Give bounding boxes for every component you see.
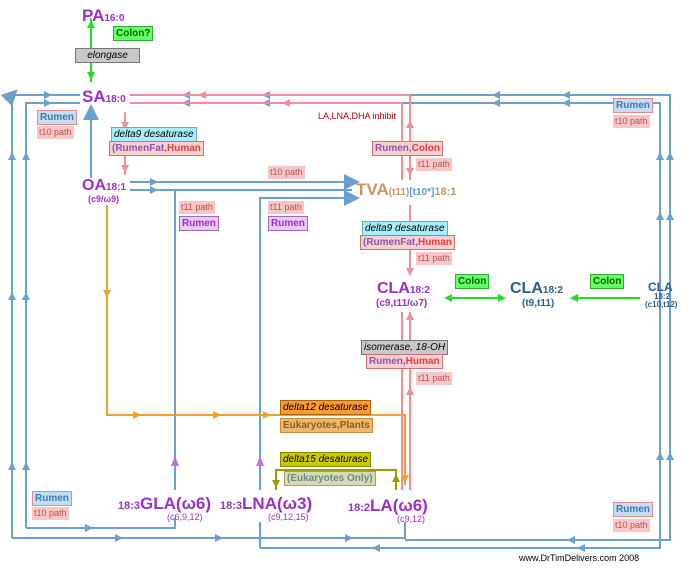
cla-left-name: CLA	[377, 280, 410, 297]
sa-sub: 18:0	[105, 94, 126, 105]
pa-sub: 16:0	[104, 13, 125, 24]
cla-right-note: (c10,t12)	[645, 300, 678, 309]
rumen-tag-bl: Rumen	[32, 491, 72, 506]
cla-left-note: (c9,t11/ω7)	[376, 298, 428, 309]
node-cla-mid: CLA18:2	[510, 280, 563, 298]
gla-note: (c6,9,12)	[167, 512, 203, 522]
rumen-tag-tl: Rumen	[37, 110, 77, 125]
node-cla-right: CLA	[648, 280, 673, 294]
rumenfat-human-1: (RumenFat,Human	[109, 141, 204, 156]
blue-loop-arrowheads	[8, 91, 674, 552]
euk-only-tag: (Eukaryotes Only)	[284, 471, 376, 486]
oa-tva-arrowheads	[150, 178, 158, 194]
node-lna: 18:3LNA(ω3)	[220, 494, 312, 514]
lna-note: (c9,12,15)	[268, 512, 309, 522]
elongase-tag: elongase	[75, 48, 140, 63]
sa-name: SA	[82, 87, 106, 106]
credit-text: www.DrTimDelivers.com 2008	[519, 553, 640, 563]
node-pa: PA16:0	[82, 6, 124, 26]
cla-left-sub: 18:2	[409, 285, 430, 296]
t11-path-3: t11 path	[416, 372, 452, 385]
rumenfat-human-2: (RumenFat,Human	[360, 235, 455, 250]
d9-desat-tag-1: delta9 desaturase	[111, 127, 197, 142]
la-prefix: 18:2	[348, 502, 371, 514]
t11-path-2: t11 path	[416, 252, 452, 265]
t10-path-tr: t10 path	[613, 115, 650, 128]
tva-sub2: [t10*]	[409, 187, 435, 198]
rumen-human-box: Rumen,Human	[366, 354, 443, 369]
tva-name: TVA	[356, 180, 389, 199]
rumen-tag-tr: Rumen	[613, 98, 653, 113]
colon-plain-label: Colon	[411, 143, 440, 154]
human-label-1: Human	[167, 143, 201, 154]
cla-mid-note: (t9,t11)	[522, 298, 555, 309]
t10-path-bl: t10 path	[32, 507, 69, 520]
rumen-tag-br: Rumen	[613, 502, 653, 517]
t11-path-gla: t11 path	[179, 201, 215, 214]
rumen-tag-gla: Rumen	[179, 216, 219, 231]
node-sa: SA18:0	[82, 87, 126, 107]
gla-name: GLA(ω6)	[140, 494, 212, 513]
cla-right-name: CLA	[648, 280, 673, 294]
d15-desat-tag: delta15 desaturase	[280, 452, 372, 467]
t10-path-br: t10 path	[613, 519, 650, 532]
d12-desat-tag: delta12 desaturase	[280, 400, 372, 415]
oa-name: OA	[82, 177, 106, 194]
cla-right-sub: 18:2	[654, 292, 671, 301]
la-name: LA(ω6)	[370, 496, 428, 515]
colon-tag-right: Colon	[590, 274, 625, 289]
rumenfat-label-2: (RumenFat,	[363, 237, 418, 248]
olive-arrowheads	[272, 474, 400, 488]
colon-tag-mid: Colon	[455, 274, 490, 289]
node-cla-left: CLA18:2	[377, 280, 430, 298]
oa-note: (c9/ω9)	[88, 194, 120, 204]
inhibit-note: LA,LNA,DHA inhibit	[318, 111, 397, 121]
rumen-comma-label-2: Rumen,	[369, 356, 406, 367]
cla-mid-sub: 18:2	[542, 285, 563, 296]
rumen-tag-lna: Rumen	[268, 216, 308, 231]
t11-path-lna: t11 path	[268, 201, 304, 214]
orange-arrowheads	[103, 290, 409, 483]
euk-plants-tag: Eukaryotes,Plants	[280, 418, 373, 433]
rumen-comma-label: Rumen,	[375, 143, 412, 154]
node-tva: TVA(t11)[t10*]18:1	[356, 180, 456, 200]
gla-prefix: 18:3	[118, 500, 141, 512]
orange-arrows	[106, 205, 406, 485]
cla-mid-name: CLA	[510, 280, 543, 297]
node-oa: OA18:1	[82, 177, 126, 195]
oa-to-tva-arrows	[130, 174, 360, 490]
pa-name: PA	[82, 6, 105, 25]
lna-name: LNA(ω3)	[242, 494, 313, 513]
t10-path-mid: t10 path	[268, 166, 305, 179]
human-label-3: Human	[405, 356, 440, 367]
lna-prefix: 18:3	[220, 500, 243, 512]
isomerase-tag: isomerase, 18-OH	[361, 340, 449, 355]
violet-up-arrows	[171, 456, 264, 466]
human-label-2: Human	[418, 237, 452, 248]
rumen-colon-box: Rumen,Colon	[372, 141, 443, 156]
colon-question-tag: Colon?	[113, 26, 154, 41]
t11-path-1: t11 path	[416, 158, 452, 171]
tva-sub3: 18:1	[434, 186, 457, 198]
rumenfat-label-1: (RumenFat,	[112, 143, 167, 154]
green-arrowheads	[87, 20, 578, 302]
la-note: (c9,12)	[397, 514, 426, 524]
t10-path-tl: t10 path	[37, 126, 74, 139]
d9-desat-tag-2: delta9 desaturase	[362, 221, 448, 236]
tva-sub1: (t11)	[388, 187, 410, 198]
node-la: 18:2LA(ω6)	[348, 496, 428, 516]
node-gla: 18:3GLA(ω6)	[118, 494, 211, 514]
oa-sub: 18:1	[106, 182, 127, 193]
green-arrows	[90, 18, 640, 299]
